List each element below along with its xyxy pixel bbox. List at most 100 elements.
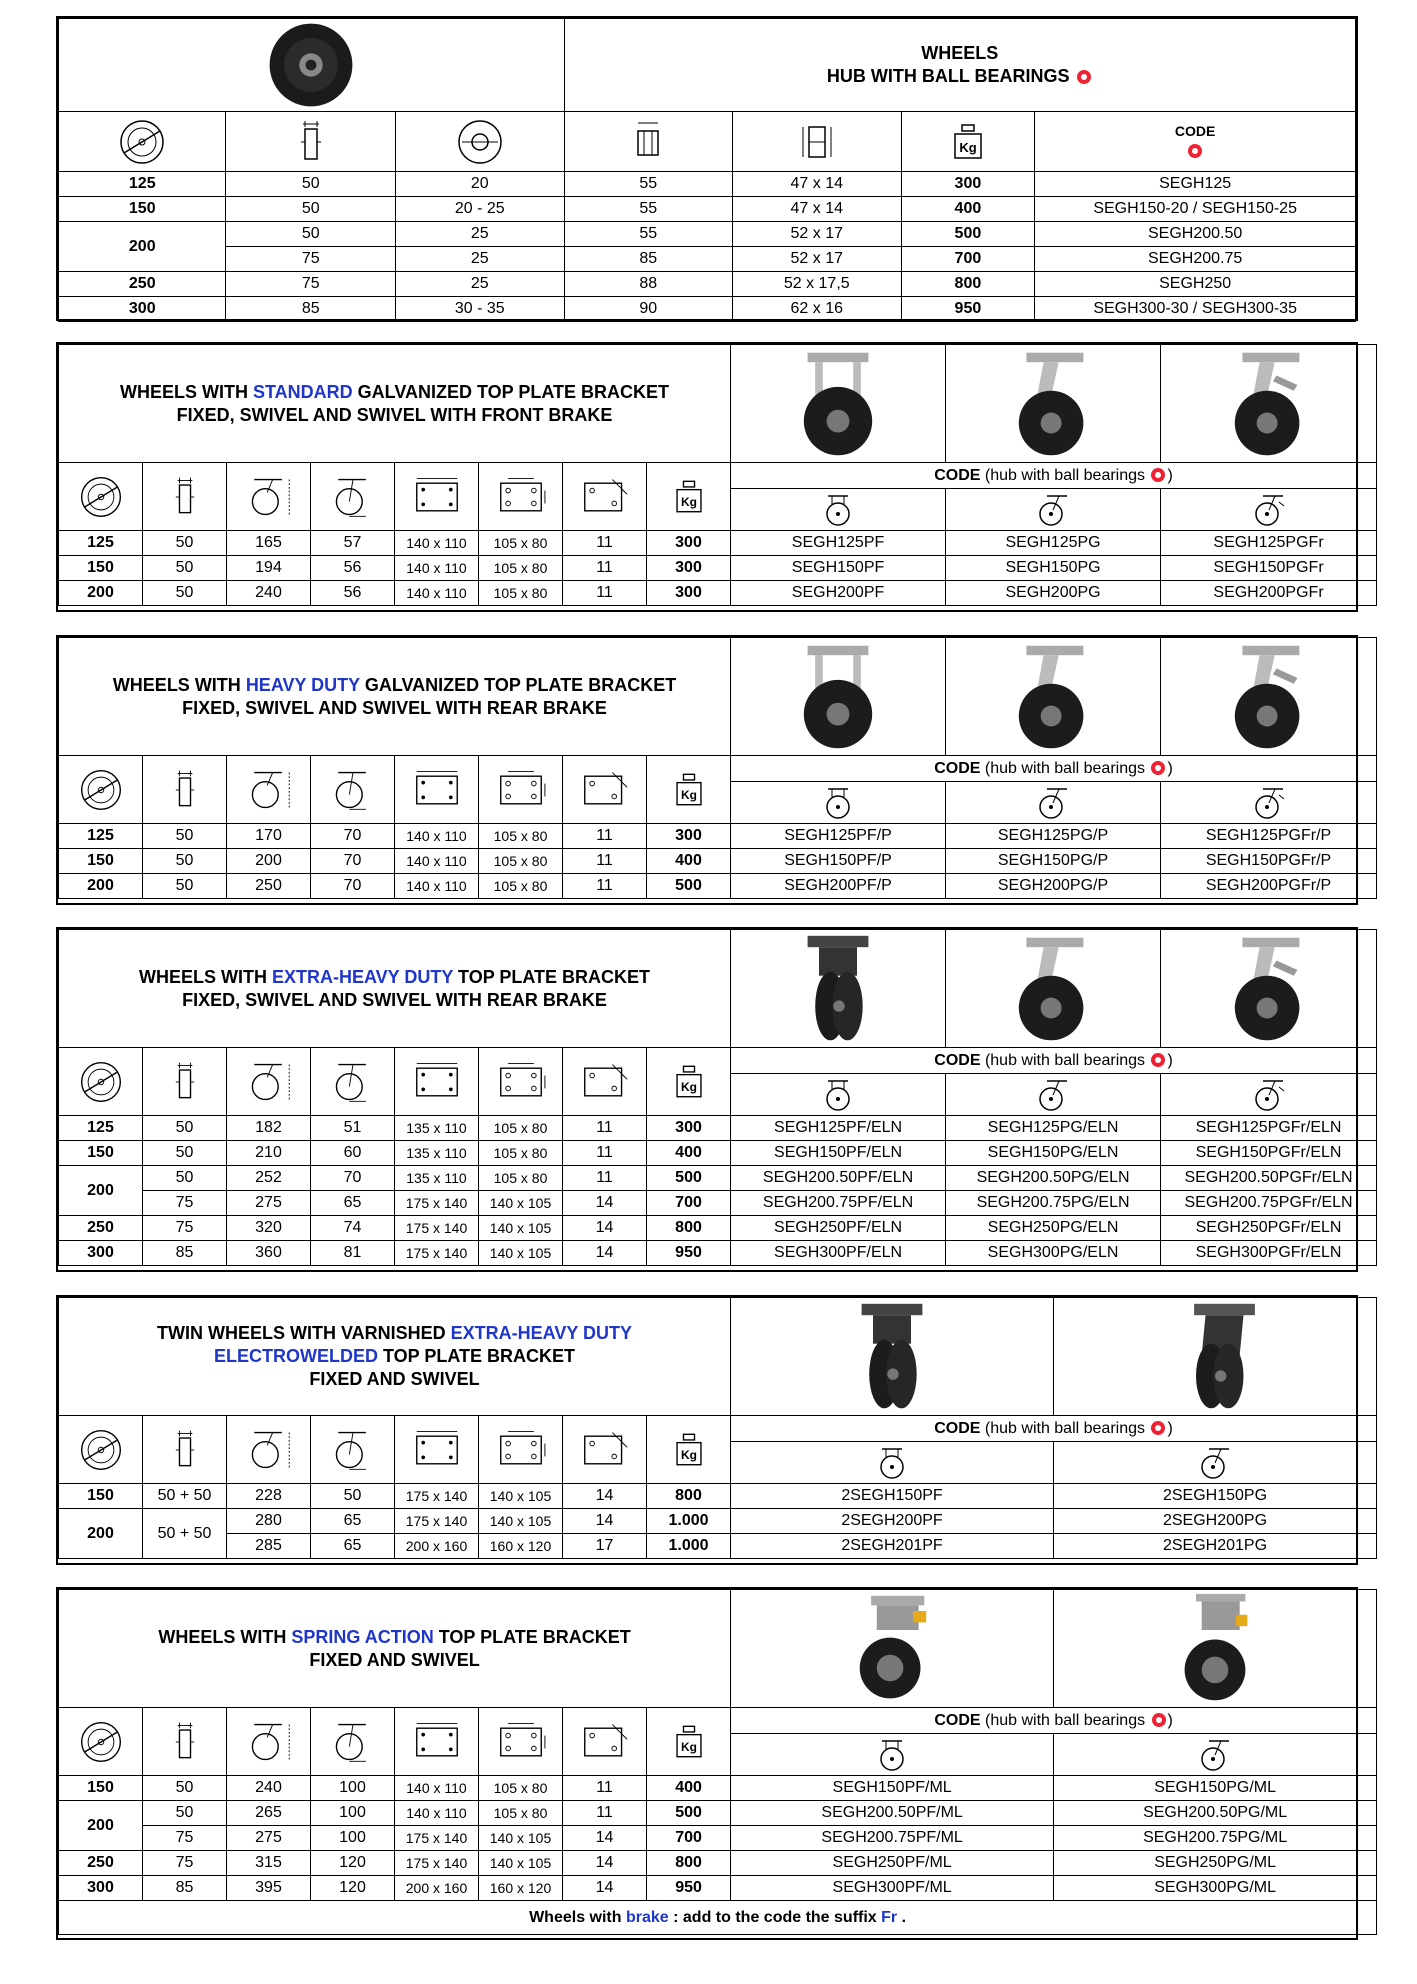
cell: 170 bbox=[226, 823, 311, 849]
code-header: CODE (hub with ball bearings ) bbox=[730, 1707, 1378, 1734]
total-height-icon bbox=[226, 755, 311, 824]
ball-bearing-icon bbox=[1151, 1712, 1166, 1727]
cell: 11 bbox=[562, 1165, 647, 1191]
cell: 250 bbox=[57, 271, 227, 297]
photo-swivel-cell bbox=[945, 637, 1162, 756]
cell: 75 bbox=[142, 1825, 227, 1851]
wheel-diameter-icon bbox=[58, 462, 143, 531]
wheel-diameter-icon bbox=[57, 111, 227, 172]
cell: 140 x 110 bbox=[394, 848, 479, 874]
cell: 14 bbox=[562, 1508, 647, 1534]
cell: 252 bbox=[226, 1165, 311, 1191]
cell: 400 bbox=[900, 196, 1036, 222]
cell: 85 bbox=[563, 246, 734, 272]
cell: 320 bbox=[226, 1215, 311, 1241]
cell: 160 x 120 bbox=[478, 1875, 563, 1901]
cell: SEGH200.50PF/ELN bbox=[730, 1165, 947, 1191]
cell: 11 bbox=[562, 1775, 647, 1801]
code-header: CODE (hub with ball bearings ) bbox=[730, 462, 1378, 489]
cell: SEGH200.75 bbox=[1034, 246, 1356, 272]
fixed-caster-icon bbox=[730, 488, 947, 531]
cell: SEGH150PF bbox=[730, 555, 947, 581]
cell: 50 bbox=[225, 171, 396, 197]
wheel-diameter-icon bbox=[58, 1415, 143, 1484]
fixed-caster-icon bbox=[730, 1441, 1055, 1484]
cell: 70 bbox=[310, 873, 395, 899]
cell: SEGH200.50PGFr/ELN bbox=[1160, 1165, 1378, 1191]
photo-swivel-cell bbox=[945, 929, 1162, 1048]
cell: 50 bbox=[142, 823, 227, 849]
cell: 140 x 110 bbox=[394, 530, 479, 556]
cell: 105 x 80 bbox=[478, 873, 563, 899]
cell: 140 x 110 bbox=[394, 580, 479, 606]
cell: 105 x 80 bbox=[478, 1115, 563, 1141]
cell: 25 bbox=[395, 246, 565, 272]
note-text: : add to the code the suffix bbox=[668, 1908, 882, 1926]
brake-caster-icon bbox=[1160, 488, 1378, 531]
cell: 55 bbox=[563, 171, 734, 197]
cell: 160 x 120 bbox=[478, 1533, 563, 1559]
photo-brake-cell bbox=[1160, 344, 1378, 463]
cell: 200 bbox=[58, 1800, 143, 1851]
photo-brake-cell bbox=[1160, 637, 1378, 756]
cell: 20 - 25 bbox=[395, 196, 565, 222]
offset-icon bbox=[310, 1415, 395, 1484]
cell: 50 bbox=[142, 1165, 227, 1191]
hole-spacing-icon bbox=[478, 755, 563, 824]
title-highlight: STANDARD bbox=[253, 381, 353, 402]
title-highlight: EXTRA-HEAVY DUTY bbox=[450, 1323, 633, 1343]
cell: 75 bbox=[142, 1215, 227, 1241]
cell: 100 bbox=[310, 1825, 395, 1851]
load-capacity-icon bbox=[645, 1047, 732, 1116]
cell: SEGH200PGFr bbox=[1160, 580, 1378, 606]
title-line-2: FIXED, SWIVEL AND SWIVEL WITH FRONT BRAK… bbox=[176, 404, 613, 425]
cell: 14 bbox=[562, 1850, 647, 1876]
load-capacity-icon bbox=[645, 1707, 732, 1776]
cell: 75 bbox=[225, 271, 396, 297]
cell: SEGH250PG/ML bbox=[1053, 1850, 1378, 1876]
code-note: (hub with ball bearings bbox=[980, 1419, 1150, 1437]
cell: 240 bbox=[226, 1775, 311, 1801]
swivel-caster-icon bbox=[1053, 1733, 1378, 1776]
cell: SEGH200.75PGFr/ELN bbox=[1160, 1190, 1378, 1216]
plate-size-icon bbox=[394, 755, 479, 824]
code-label: CODE bbox=[934, 1711, 981, 1729]
cell: SEGH200.50PG/ELN bbox=[945, 1165, 1162, 1191]
cell: SEGH250PF/ML bbox=[730, 1850, 1055, 1876]
cell: 950 bbox=[900, 296, 1036, 322]
ball-bearing-icon bbox=[1151, 760, 1166, 775]
cell: 135 x 110 bbox=[394, 1165, 479, 1191]
cell: 800 bbox=[645, 1215, 732, 1241]
wheel-width-icon bbox=[142, 1415, 227, 1484]
swivel-caster-icon bbox=[945, 1073, 1162, 1116]
hub-bore-icon bbox=[395, 111, 565, 172]
cell: 47 x 14 bbox=[732, 196, 902, 222]
cell: 2SEGH150PG bbox=[1053, 1483, 1378, 1509]
hub-length-icon bbox=[563, 111, 734, 172]
cell: 50 bbox=[225, 196, 396, 222]
cell: 81 bbox=[310, 1240, 395, 1266]
section-standard-bracket: WHEELS WITH STANDARD GALVANIZED TOP PLAT… bbox=[56, 342, 1378, 612]
photo-swivel-cell bbox=[1053, 1589, 1378, 1708]
code-header: CODE (hub with ball bearings ) bbox=[730, 1047, 1378, 1074]
cell: 140 x 110 bbox=[394, 1800, 479, 1826]
cell: SEGH125PG/ELN bbox=[945, 1115, 1162, 1141]
cell: 2SEGH200PG bbox=[1053, 1508, 1378, 1534]
cell: 140 x 105 bbox=[478, 1190, 563, 1216]
hole-spacing-icon bbox=[478, 1047, 563, 1116]
cell: 140 x 105 bbox=[478, 1850, 563, 1876]
cell: 11 bbox=[562, 1800, 647, 1826]
title-text: TOP PLATE BRACKET bbox=[453, 966, 651, 987]
cell: 950 bbox=[645, 1240, 732, 1266]
cell: SEGH250PGFr/ELN bbox=[1160, 1215, 1378, 1241]
photo-fixed-cell bbox=[730, 929, 947, 1048]
plate-size-icon bbox=[394, 1707, 479, 1776]
